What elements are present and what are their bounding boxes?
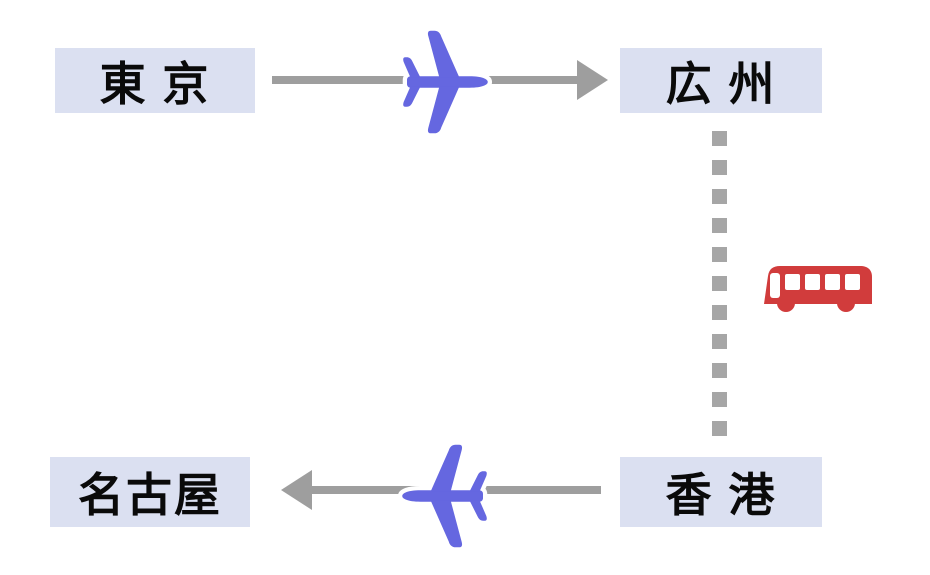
node-tokyo: 東 京 <box>55 48 255 113</box>
bus-icon <box>764 266 872 312</box>
airplane-icon <box>397 440 492 552</box>
arrow-right-icon <box>577 60 608 100</box>
node-guangzhou: 広 州 <box>620 48 822 113</box>
airplane-icon <box>398 26 493 138</box>
arrow-left-icon <box>281 470 312 510</box>
node-hongkong: 香 港 <box>620 457 822 527</box>
node-nagoya: 名古屋 <box>50 457 250 527</box>
dashed-line-guangzhou-hongkong <box>712 131 727 446</box>
